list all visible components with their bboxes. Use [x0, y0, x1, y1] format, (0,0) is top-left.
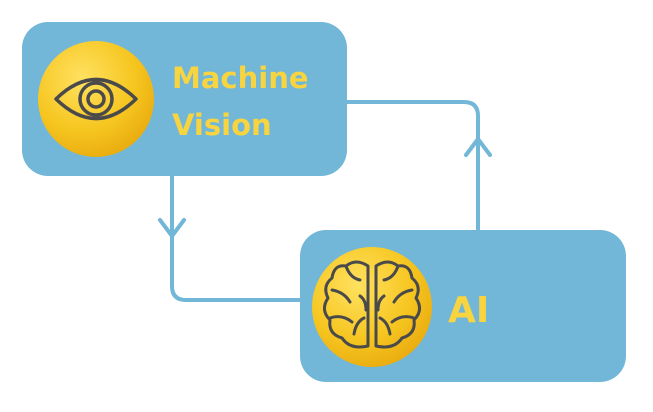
eye-icon: [54, 77, 138, 121]
node-label-line1: Machine: [172, 61, 309, 95]
arrow-down-icon: [158, 218, 186, 238]
node-icon-circle: [312, 247, 432, 367]
node-label-line2: Vision: [172, 108, 272, 142]
connector-ai-to-vision: [343, 100, 492, 232]
node-icon-circle: [38, 41, 154, 157]
node-machine-vision: Machine Vision: [22, 22, 347, 176]
node-label: AI: [448, 290, 489, 331]
connector-vision-to-ai: [158, 174, 307, 302]
node-ai: AI: [300, 230, 626, 382]
arrow-up-icon: [464, 137, 492, 157]
brain-icon: [323, 260, 421, 349]
